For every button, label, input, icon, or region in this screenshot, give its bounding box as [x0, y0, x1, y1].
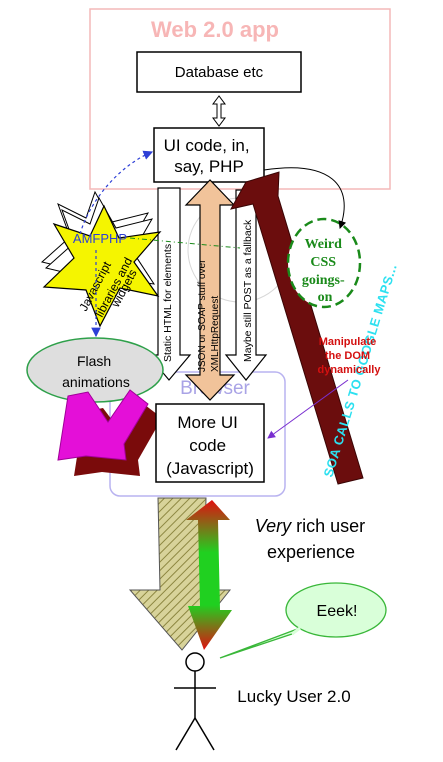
svg-text:Weird CSS goings-: Weird CSS goings- on: [302, 237, 348, 305]
css-connector: [263, 167, 347, 229]
weird-css-bubble: Weird CSS goings- on: [286, 217, 362, 309]
ui-client-label: More UI code (Javascript): [166, 413, 254, 478]
db-ui-double-arrow: [212, 95, 226, 127]
stick-figure-user: [174, 652, 216, 751]
json-soap-label-2: XMLHttpRequest: [210, 296, 221, 372]
magenta-arrow: [57, 389, 162, 476]
red-green-arrow: [186, 500, 232, 650]
ui-client-box: [155, 403, 265, 483]
rich-experience-line2: experience: [267, 542, 355, 562]
eeek-speech-bubble: Eeek!: [219, 582, 387, 659]
eeek-label: Eeek!: [317, 603, 358, 620]
ui-server-box: [153, 127, 265, 183]
static-html-label: Static HTML for elements: [162, 244, 174, 362]
dashdot-connector: [129, 237, 241, 249]
database-box: [136, 51, 302, 93]
post-fallback-label: Maybe still POST as a fallback: [242, 219, 254, 362]
svg-text:Flash animations: Flash animations: [62, 353, 130, 390]
flash-animations-bubble: Flash animations: [26, 337, 164, 403]
post-fallback-arrow: Maybe still POST as a fallback: [224, 189, 268, 381]
ui-server-label: UI code, in, say, PHP: [164, 136, 255, 176]
amfphp-to-server-arrow: [79, 150, 154, 235]
manipulate-dom-arrow: [267, 379, 349, 439]
rich-experience-line1: Very rich user: [255, 516, 365, 536]
json-soap-arrow: JSON or SOAP stuff over XMLHttpRequest: [184, 179, 236, 401]
js-libraries-star: Javascript libraries and widgets: [40, 190, 162, 328]
database-label: Database etc: [175, 64, 264, 81]
user-label: Lucky User 2.0: [237, 687, 350, 706]
webapp-title: Web 2.0 app: [151, 17, 279, 42]
webapp-frame: [89, 8, 391, 190]
json-soap-label-1: JSON or SOAP stuff over: [197, 259, 208, 372]
amfphp-label: AMFPHP: [73, 231, 127, 246]
manipulate-dom-label: Manipulate the DOM dynamically: [318, 336, 382, 376]
